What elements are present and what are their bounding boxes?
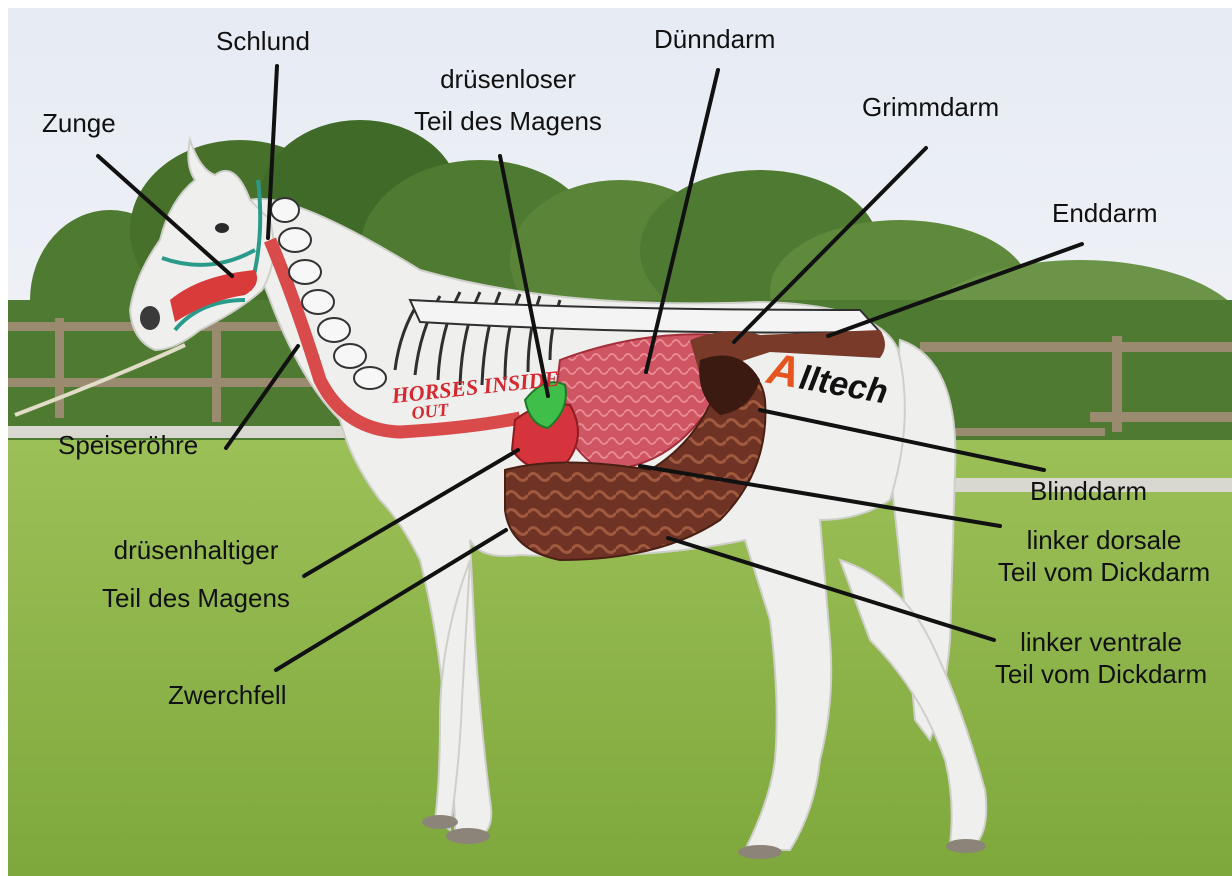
label-enddarm-text: Enddarm [1052, 198, 1158, 228]
label-linker-dorsale: linker dorsale Teil vom Dickdarm [980, 524, 1228, 588]
label-duenndarm-text: Dünndarm [654, 24, 775, 54]
label-zunge-text: Zunge [42, 108, 116, 138]
label-ventral-line1: linker ventrale [976, 626, 1226, 658]
label-ventral-line2: Teil vom Dickdarm [976, 658, 1226, 690]
label-dorsal-line2: Teil vom Dickdarm [980, 556, 1228, 588]
label-druesenloser-magen: drüsenloser Teil des Magens [398, 58, 618, 142]
label-druesenhaltiger-line1: drüsenhaltiger [84, 526, 308, 574]
label-druesenhaltiger-magen: drüsenhaltiger Teil des Magens [84, 526, 308, 622]
label-grimmdarm-text: Grimmdarm [862, 92, 999, 122]
label-druesenloser-line1: drüsenloser [398, 58, 618, 100]
label-enddarm: Enddarm [1052, 198, 1158, 228]
label-zwerchfell-text: Zwerchfell [168, 680, 286, 710]
label-dorsal-line1: linker dorsale [980, 524, 1228, 556]
label-blinddarm: Blinddarm [1030, 476, 1147, 506]
label-speiseroehre-text: Speiseröhre [58, 430, 198, 460]
label-zunge: Zunge [42, 108, 116, 138]
label-schlund: Schlund [216, 26, 310, 56]
label-schlund-text: Schlund [216, 26, 310, 56]
label-druesenloser-line2: Teil des Magens [398, 100, 618, 142]
label-blinddarm-text: Blinddarm [1030, 476, 1147, 506]
label-druesenhaltiger-line2: Teil des Magens [84, 574, 308, 622]
label-duenndarm: Dünndarm [654, 24, 775, 54]
label-speiseroehre: Speiseröhre [58, 430, 198, 460]
label-linker-ventrale: linker ventrale Teil vom Dickdarm [976, 626, 1226, 690]
label-grimmdarm: Grimmdarm [862, 92, 999, 122]
label-zwerchfell: Zwerchfell [168, 680, 286, 710]
